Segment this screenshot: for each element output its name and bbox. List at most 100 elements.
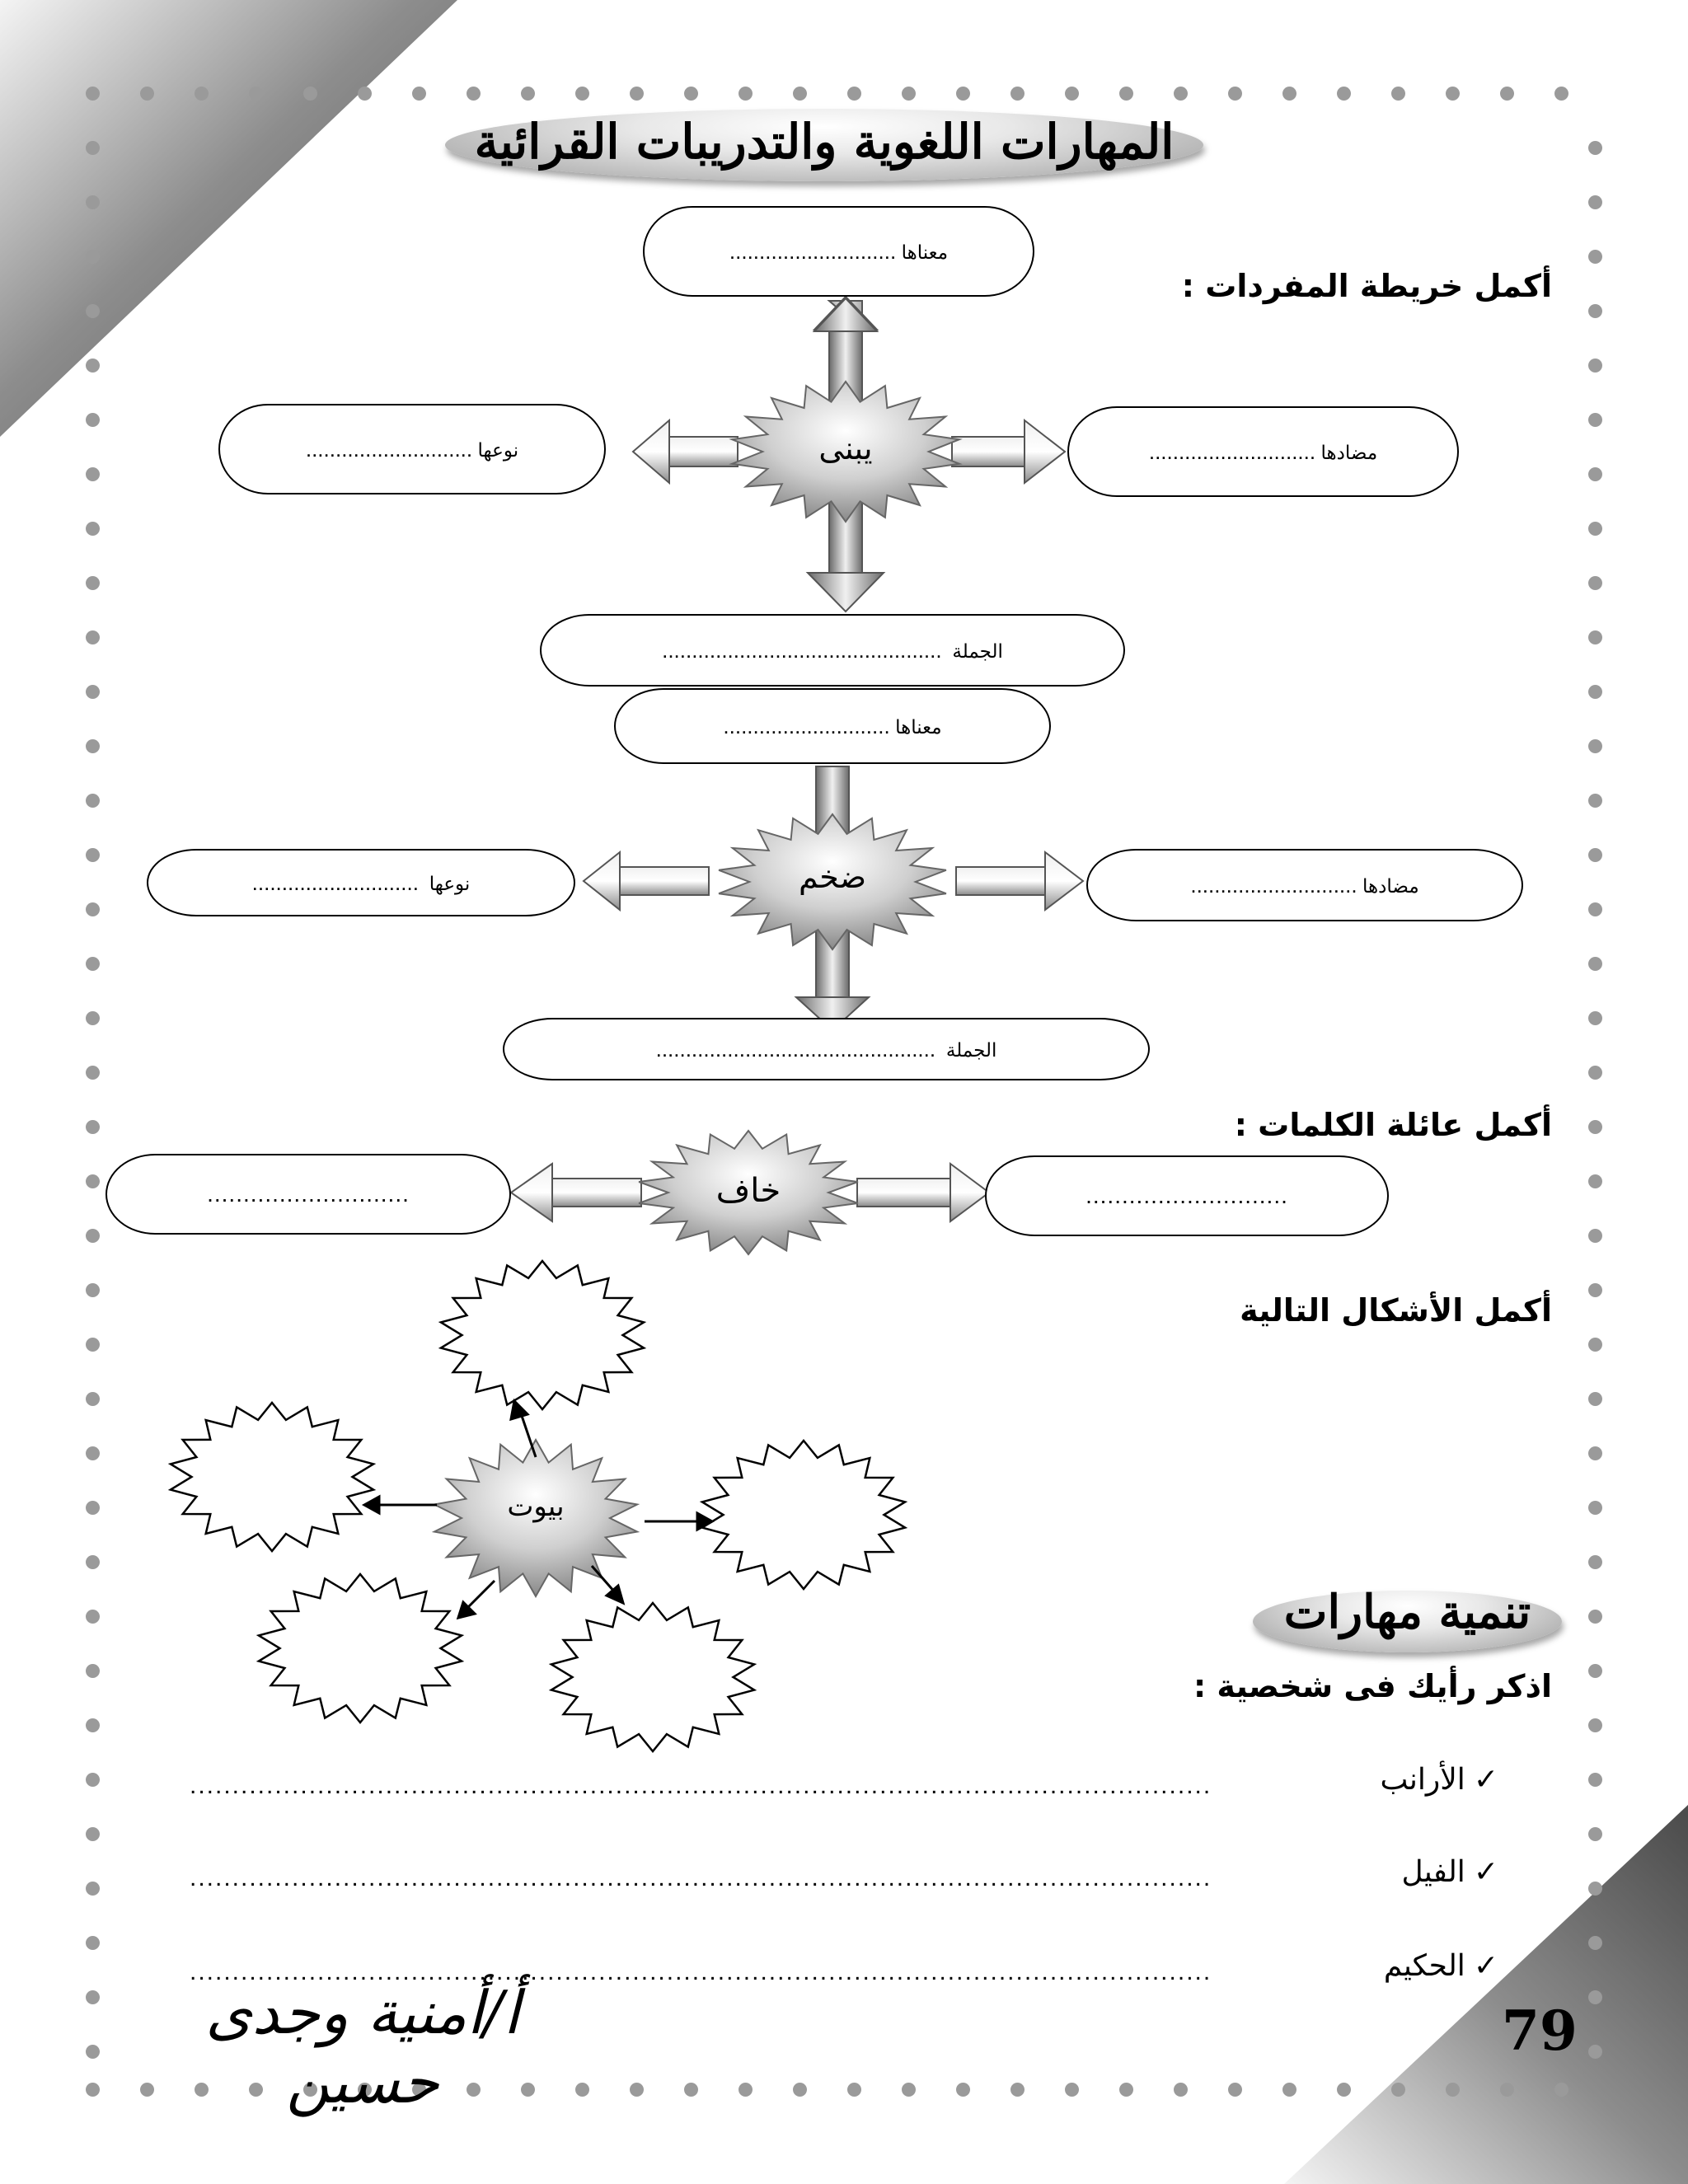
border-dot: [86, 1827, 100, 1841]
border-dot: [86, 1664, 100, 1678]
border-dot: [1588, 739, 1602, 753]
border-dot: [1588, 467, 1602, 481]
border-dot: [303, 2083, 317, 2097]
border-dot: [1282, 87, 1296, 101]
border-dot: [1010, 87, 1025, 101]
map2-sentence-label: الجملة: [945, 1038, 997, 1061]
border-dot: [1337, 87, 1351, 101]
map1-plural-label: نوعها: [477, 438, 519, 461]
border-dot: [1554, 2083, 1568, 2097]
border-dot: [1588, 1174, 1602, 1188]
shape-arrow-up-head: [509, 1398, 530, 1422]
shape-star-bottom-right[interactable]: [548, 1601, 757, 1753]
border-dot: [86, 1283, 100, 1297]
border-dot: [575, 2083, 589, 2097]
map1-opposite-dots: ............................: [1148, 438, 1316, 464]
map1-sentence-dots: ........................................…: [662, 637, 942, 663]
shape-arrow-downright-head: [604, 1583, 626, 1605]
border-dot: [1588, 1827, 1602, 1841]
border-dot: [847, 2083, 861, 2097]
skills-item-1-label: الأرانب: [1380, 1762, 1465, 1796]
border-dot: [1065, 2083, 1079, 2097]
border-dot: [956, 87, 970, 101]
border-dot: [1588, 1120, 1602, 1134]
map1-meaning-box[interactable]: معناها ............................: [643, 206, 1034, 297]
border-dot: [1588, 304, 1602, 318]
border-dot: [86, 1446, 100, 1460]
border-dot: [1588, 1501, 1602, 1515]
skills-answer-line-1[interactable]: ........................................…: [190, 1772, 1212, 1799]
border-dot: [1588, 359, 1602, 373]
border-dot: [86, 2083, 100, 2097]
map1-sentence-label: الجملة: [952, 640, 1003, 662]
map1-opposite-box[interactable]: مضادها ............................: [1067, 406, 1459, 497]
border-dot: [1588, 141, 1602, 155]
map1-center-word: يبنى: [818, 430, 873, 466]
family-right-dots: ............................: [1085, 1183, 1288, 1208]
border-dot: [630, 87, 644, 101]
skills-banner-title: تنمية مهارات: [1283, 1585, 1531, 1639]
map2-arrow-right-head: [1044, 850, 1085, 912]
skills-item-1: ✓ الأرانب: [1381, 1762, 1498, 1797]
border-dot: [86, 1120, 100, 1134]
map1-arrow-left-head: [631, 418, 670, 485]
shape-star-left[interactable]: [167, 1401, 377, 1553]
border-dot: [86, 413, 100, 427]
border-dot: [86, 467, 100, 481]
border-dot: [1588, 522, 1602, 536]
border-dot: [86, 902, 100, 916]
border-dot: [1174, 2083, 1188, 2097]
map1-meaning-dots: ............................: [729, 238, 897, 264]
border-dot: [575, 87, 589, 101]
shape-star-bottom-left[interactable]: [256, 1572, 465, 1724]
family-right-box[interactable]: ............................: [985, 1155, 1389, 1236]
border-dot: [793, 2083, 807, 2097]
border-dot: [1588, 1773, 1602, 1787]
map2-plural-box[interactable]: نوعها ............................: [147, 849, 575, 916]
map2-sentence-dots: ........................................…: [655, 1036, 936, 1062]
map2-plural-label: نوعها: [429, 872, 471, 894]
map2-plural-dots: ............................: [251, 869, 419, 895]
border-dot: [1588, 2045, 1602, 2059]
author-signature: أ/أمنية وجدى حسين: [205, 1978, 520, 2116]
border-dot: [86, 794, 100, 808]
border-dot: [1391, 87, 1405, 101]
border-dot: [793, 87, 807, 101]
map2-sentence-box[interactable]: الجملة .................................…: [503, 1018, 1150, 1080]
skills-item-3-label: الحكيم: [1383, 1948, 1465, 1982]
shape-star-right[interactable]: [699, 1439, 908, 1591]
border-dot: [86, 685, 100, 699]
skills-answer-line-3[interactable]: ........................................…: [190, 1958, 1212, 1985]
map1-arrow-up-head: [812, 297, 879, 332]
family-left-box[interactable]: ............................: [106, 1154, 511, 1235]
border-dot: [140, 87, 154, 101]
border-dot: [1282, 2083, 1296, 2097]
border-dot: [1174, 87, 1188, 101]
map1-sentence-box[interactable]: الجملة .................................…: [540, 614, 1125, 687]
border-dot: [630, 2083, 644, 2097]
check-icon: ✓: [1473, 1948, 1498, 1982]
border-dot: [1554, 87, 1568, 101]
map2-opposite-box[interactable]: مضادها ............................: [1086, 849, 1523, 921]
border-dot: [1588, 576, 1602, 590]
border-dot: [86, 1338, 100, 1352]
shape-star-top[interactable]: [438, 1259, 647, 1411]
shapes-heading: أكمل الأشكال التالية: [1240, 1292, 1552, 1329]
border-dot: [1588, 1718, 1602, 1732]
border-dot: [1588, 1664, 1602, 1678]
border-dot: [1588, 1446, 1602, 1460]
border-dot: [1446, 87, 1460, 101]
map2-meaning-box[interactable]: معناها ............................: [614, 688, 1051, 764]
border-dot: [249, 2083, 263, 2097]
map2-arrow-left-head: [582, 850, 621, 912]
map1-plural-box[interactable]: نوعها ............................: [218, 404, 606, 494]
border-dot: [1588, 1283, 1602, 1297]
border-dot: [303, 87, 317, 101]
border-dot: [86, 195, 100, 209]
shapes-arrows: [361, 1398, 715, 1620]
border-dot: [249, 87, 263, 101]
border-dot: [86, 1936, 100, 1950]
border-dot: [467, 2083, 481, 2097]
skills-answer-line-2[interactable]: ........................................…: [190, 1864, 1212, 1891]
